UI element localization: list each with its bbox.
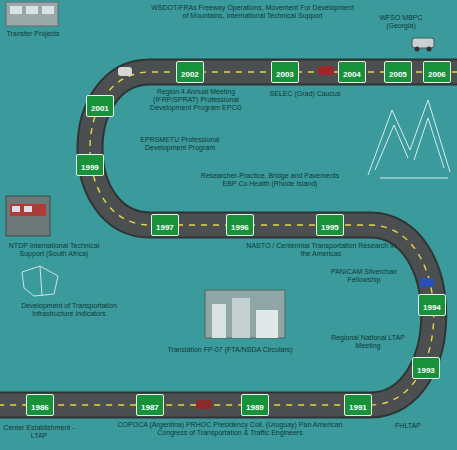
year-text: 1997 bbox=[156, 224, 174, 233]
year-text: 1995 bbox=[321, 224, 339, 233]
year-text: 1986 bbox=[31, 404, 49, 413]
event-label: Transfer Projects bbox=[2, 30, 64, 38]
event-label: Center Establishment - LTAP bbox=[2, 424, 76, 440]
year-sign: 2001 bbox=[86, 95, 114, 117]
event-label: WFSO MBPC (Georgia) bbox=[368, 14, 434, 30]
event-label: SELEC (Grad) Caucus bbox=[266, 90, 344, 98]
year-text: 1989 bbox=[246, 404, 264, 413]
map-sketch bbox=[22, 266, 58, 296]
year-sign: 1989 bbox=[241, 394, 269, 416]
year-text: 2005 bbox=[389, 71, 407, 80]
bus-photo bbox=[6, 196, 50, 236]
event-label: WSDOT/FRAs Freeway Operations, Movement … bbox=[150, 4, 355, 20]
year-sign: 2003 bbox=[271, 61, 299, 83]
event-label: Researcher-Practice, Bridge and Pavement… bbox=[196, 172, 344, 188]
year-sign: 2006 bbox=[423, 61, 451, 83]
year-sign: 1993 bbox=[412, 357, 440, 379]
mountain-sketch bbox=[368, 100, 450, 178]
city-photo bbox=[205, 290, 285, 338]
year-sign: 1986 bbox=[26, 394, 54, 416]
train-picture bbox=[6, 2, 58, 26]
year-text: 1987 bbox=[141, 404, 159, 413]
year-sign: 1997 bbox=[151, 214, 179, 236]
road bbox=[0, 72, 457, 405]
year-text: 1991 bbox=[349, 404, 367, 413]
year-sign: 1994 bbox=[418, 294, 446, 316]
year-sign: 2005 bbox=[384, 61, 412, 83]
year-text: 1996 bbox=[231, 224, 249, 233]
event-label: Development of Transportation Infrastruc… bbox=[14, 302, 124, 318]
year-text: 2003 bbox=[276, 71, 294, 80]
year-sign: 1999 bbox=[76, 154, 104, 176]
year-sign: 1991 bbox=[344, 394, 372, 416]
year-sign: 2002 bbox=[176, 61, 204, 83]
year-sign: 2004 bbox=[338, 61, 366, 83]
year-sign: 1996 bbox=[226, 214, 254, 236]
year-text: 1999 bbox=[81, 164, 99, 173]
event-label: Regional National LTAP Meeting bbox=[326, 334, 410, 350]
year-text: 1993 bbox=[417, 367, 435, 376]
event-label: NTDP International Technical Support (So… bbox=[2, 242, 106, 258]
event-label: FHLTAP bbox=[380, 422, 436, 430]
event-label: Translation FP-07 (FTA/NSDA Circulars) bbox=[160, 346, 300, 354]
year-sign: 1995 bbox=[316, 214, 344, 236]
year-text: 1994 bbox=[423, 304, 441, 313]
event-label: COPOCA (Argentina) PRHOC Presidency Coll… bbox=[104, 421, 356, 437]
event-label: PAN/CAM Silverchair Fellowship bbox=[318, 268, 410, 284]
event-label: NASTO / Centennial Transportation Resear… bbox=[246, 242, 396, 258]
car-picture bbox=[412, 38, 434, 52]
year-sign: 1987 bbox=[136, 394, 164, 416]
year-text: 2002 bbox=[181, 71, 199, 80]
year-text: 2006 bbox=[428, 71, 446, 80]
event-label: EPRSMETU Professional Development Progra… bbox=[124, 136, 236, 152]
road-cars bbox=[118, 66, 434, 409]
event-label: Region 4 Annual Meeting (IFRP/SPRAT) Pro… bbox=[140, 88, 252, 112]
year-text: 2004 bbox=[343, 71, 361, 80]
year-text: 2001 bbox=[91, 105, 109, 114]
